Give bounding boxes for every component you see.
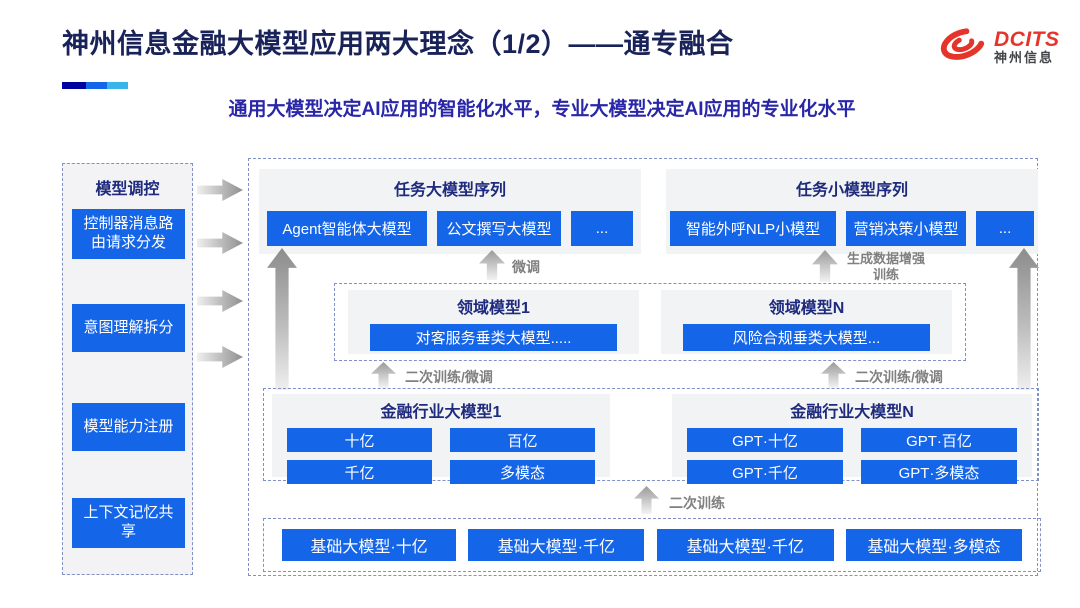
finetune-label: 微调 <box>512 259 540 275</box>
chip-gpt-multimodal[interactable]: GPT·多模态 <box>861 460 1017 484</box>
industry-model-row: 金融行业大模型1 十亿 百亿 千亿 多模态 金融行业大模型N GPT·十亿 GP… <box>263 388 1039 484</box>
up-arrow-icon <box>821 362 846 388</box>
chip-gpt-billion[interactable]: GPT·十亿 <box>687 428 843 452</box>
company-logo: DCITS 神州信息 <box>938 22 1074 71</box>
task-small-title: 任务小模型序列 <box>795 182 908 199</box>
up-arrow-icon <box>812 250 838 282</box>
accent-segment-cyan <box>107 82 128 89</box>
accent-segment-navy <box>62 82 86 89</box>
accent-segment-blue <box>86 82 107 89</box>
chip-more-large-models[interactable]: ... <box>571 211 633 246</box>
secondary-finetune-label-left: 二次训练/微调 <box>405 369 493 385</box>
model-control-panel: 模型调控 控制器消息路由请求分发 意图理解拆分 模型能力注册 上下文记忆共享 <box>62 163 193 575</box>
chip-base-model-hundred-billion-2[interactable]: 基础大模型·千亿 <box>656 529 834 561</box>
industry-model-n-group: 金融行业大模型N GPT·十亿 GPT·百亿 GPT·千亿 GPT·多模态 <box>672 394 1032 484</box>
up-arrow-icon <box>479 250 505 280</box>
domain-model-row: 领域模型1 对客服务垂类大模型..... 领域模型N 风险合规垂类大模型... <box>334 283 966 361</box>
logo-brand-text: DCITS <box>994 27 1060 51</box>
right-arrow-icon <box>197 346 243 368</box>
chip-marketing-decision-model[interactable]: 营销决策小模型 <box>846 211 966 246</box>
domain-model-n-group: 领域模型N 风险合规垂类大模型... <box>661 290 952 354</box>
chip-multimodal[interactable]: 多模态 <box>450 460 595 484</box>
right-arrow-icon <box>197 290 243 312</box>
slide-subtitle: 通用大模型决定AI应用的智能化水平，专业大模型决定AI应用的专业化水平 <box>228 99 856 120</box>
logo-brand-cn: 神州信息 <box>994 49 1055 65</box>
sidebar-item-intent-split[interactable]: 意图理解拆分 <box>72 304 185 352</box>
domain-model-1-title: 领域模型1 <box>457 300 530 317</box>
task-large-title: 任务大模型序列 <box>393 182 506 199</box>
chip-base-model-billion[interactable]: 基础大模型·十亿 <box>282 529 456 561</box>
sidebar-item-context-memory[interactable]: 上下文记忆共享 <box>72 498 185 548</box>
chip-nlp-callout-model[interactable]: 智能外呼NLP小模型 <box>670 211 836 246</box>
industry-model-n-title: 金融行业大模型N <box>790 404 914 421</box>
up-arrow-icon <box>1009 248 1039 390</box>
architecture-diagram: 任务大模型序列 Agent智能体大模型 公文撰写大模型 ... 任务小模型序列 … <box>248 158 1041 576</box>
chip-base-model-hundred-billion-1[interactable]: 基础大模型·千亿 <box>468 529 645 561</box>
secondary-training-label: 二次训练 <box>669 495 725 511</box>
domain-model-1-group: 领域模型1 对客服务垂类大模型..... <box>348 290 639 354</box>
secondary-finetune-label-right: 二次训练/微调 <box>855 369 943 385</box>
chip-document-writing-model[interactable]: 公文撰写大模型 <box>437 211 561 246</box>
chip-more-small-models[interactable]: ... <box>976 211 1034 246</box>
chip-gpt-hundred-billion[interactable]: GPT·千亿 <box>687 460 843 484</box>
sidebar-title: 模型调控 <box>95 181 160 198</box>
up-arrow-icon <box>371 362 396 388</box>
sidebar-item-capability-register[interactable]: 模型能力注册 <box>72 403 185 451</box>
right-arrow-icon <box>197 232 243 254</box>
industry-model-1-title: 金融行业大模型1 <box>380 404 502 421</box>
title-accent-bar <box>62 82 128 89</box>
industry-model-1-group: 金融行业大模型1 十亿 百亿 千亿 多模态 <box>272 394 610 484</box>
chip-base-model-multimodal[interactable]: 基础大模型·多模态 <box>845 529 1022 561</box>
right-arrow-icon <box>197 179 243 201</box>
chip-ten-billion[interactable]: 百亿 <box>450 428 595 452</box>
page-title: 神州信息金融大模型应用两大理念（1/2）——通专融合 <box>62 29 734 59</box>
chip-hundred-billion[interactable]: 千亿 <box>287 460 432 484</box>
domain-model-n-title: 领域模型N <box>768 300 845 317</box>
chip-gpt-ten-billion[interactable]: GPT·百亿 <box>861 428 1017 452</box>
task-large-model-group: 任务大模型序列 Agent智能体大模型 公文撰写大模型 ... <box>259 169 641 254</box>
chip-customer-service-model[interactable]: 对客服务垂类大模型..... <box>370 324 617 351</box>
sidebar-item-controller-routing[interactable]: 控制器消息路由请求分发 <box>72 209 185 259</box>
gen-data-label: 生成数据增强训练 <box>846 251 925 282</box>
up-arrow-icon <box>267 248 297 390</box>
base-model-row: 基础大模型·十亿 基础大模型·千亿 基础大模型·千亿 基础大模型·多模态 <box>263 518 1041 572</box>
up-arrow-icon <box>634 486 659 514</box>
chip-billion[interactable]: 十亿 <box>287 428 432 452</box>
swirl-logo-icon <box>938 22 988 71</box>
chip-risk-compliance-model[interactable]: 风险合规垂类大模型... <box>683 324 930 351</box>
chip-agent-large-model[interactable]: Agent智能体大模型 <box>267 211 427 246</box>
task-small-model-group: 任务小模型序列 智能外呼NLP小模型 营销决策小模型 ... <box>666 169 1038 254</box>
